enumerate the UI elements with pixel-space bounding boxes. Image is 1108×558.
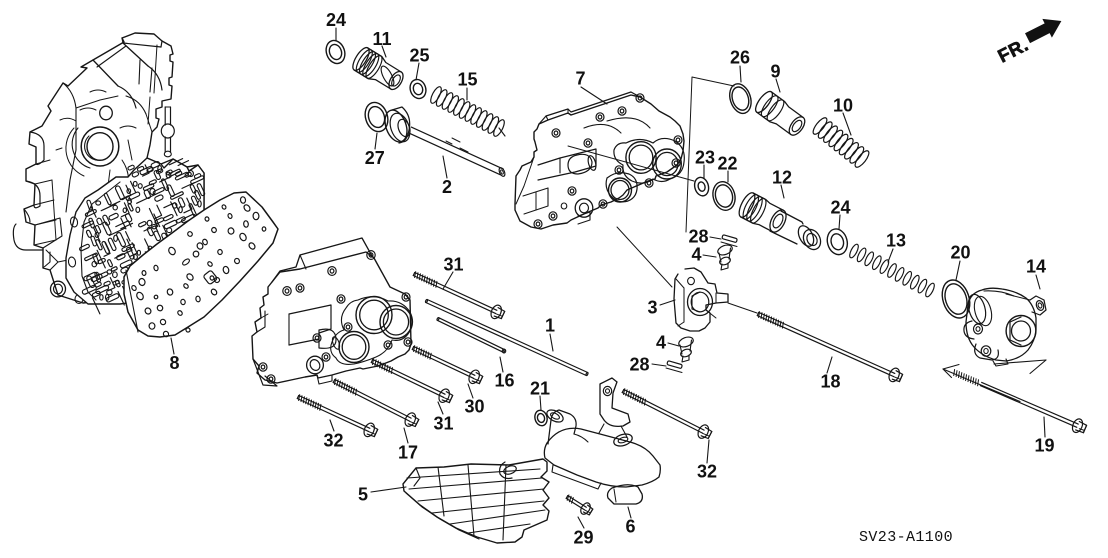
svg-text:28: 28	[688, 227, 708, 247]
svg-text:21: 21	[530, 379, 550, 399]
svg-text:15: 15	[457, 70, 477, 90]
svg-text:28: 28	[629, 355, 649, 375]
svg-text:2: 2	[442, 177, 452, 197]
svg-text:19: 19	[1034, 436, 1054, 456]
svg-text:31: 31	[433, 414, 453, 434]
svg-text:24: 24	[326, 10, 346, 30]
svg-text:25: 25	[409, 46, 429, 66]
svg-text:27: 27	[365, 148, 385, 168]
svg-text:6: 6	[625, 517, 635, 537]
svg-text:30: 30	[464, 397, 484, 417]
svg-text:16: 16	[494, 371, 514, 391]
svg-text:31: 31	[443, 255, 463, 275]
svg-text:7: 7	[575, 69, 585, 89]
svg-text:20: 20	[950, 243, 970, 263]
svg-text:4: 4	[656, 333, 666, 353]
svg-text:SV23-A1100: SV23-A1100	[859, 529, 953, 546]
svg-text:32: 32	[323, 431, 343, 451]
svg-text:32: 32	[697, 462, 717, 482]
svg-text:26: 26	[730, 48, 750, 68]
svg-text:24: 24	[830, 198, 850, 218]
svg-text:1: 1	[545, 316, 555, 336]
svg-text:9: 9	[770, 62, 780, 82]
svg-text:3: 3	[647, 298, 657, 318]
svg-text:23: 23	[695, 148, 715, 168]
svg-text:17: 17	[398, 443, 418, 463]
svg-text:14: 14	[1026, 257, 1046, 277]
svg-text:18: 18	[820, 372, 840, 392]
svg-text:12: 12	[772, 168, 792, 188]
svg-text:11: 11	[372, 29, 391, 49]
svg-text:8: 8	[169, 353, 179, 373]
svg-text:29: 29	[573, 528, 593, 548]
svg-text:13: 13	[886, 231, 906, 251]
svg-text:22: 22	[717, 154, 737, 174]
svg-text:10: 10	[833, 96, 853, 116]
svg-text:4: 4	[691, 245, 701, 265]
svg-text:5: 5	[358, 485, 368, 505]
